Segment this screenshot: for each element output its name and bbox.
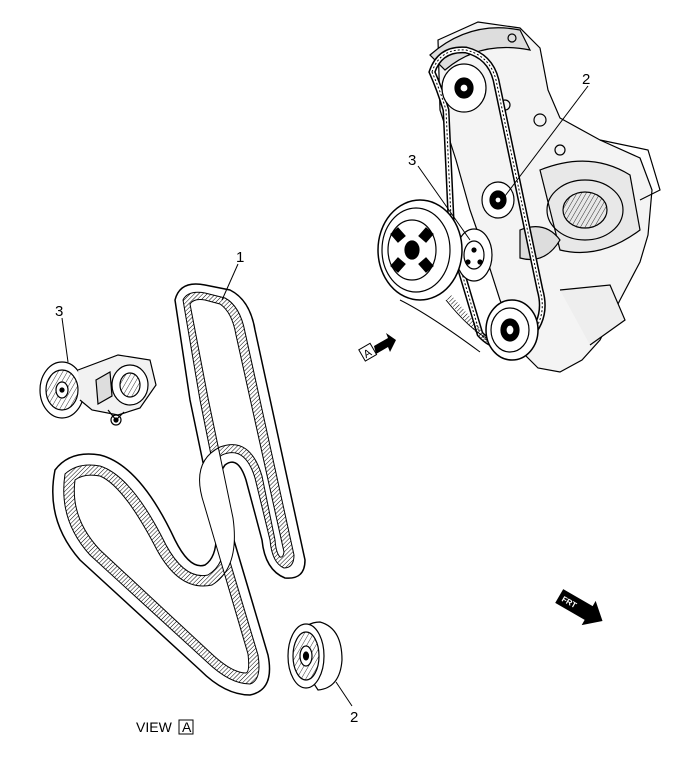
serpentine-belt xyxy=(52,283,306,696)
idler-pulley xyxy=(287,621,343,691)
belt-tensioner xyxy=(39,354,157,426)
front-arrow: FRT xyxy=(555,589,603,626)
svg-text:VIEW: VIEW xyxy=(136,719,173,735)
callout-engine-tensioner: 3 xyxy=(408,152,416,169)
view-direction-arrow xyxy=(374,333,396,354)
view-direction-marker: A xyxy=(358,333,396,362)
callout-belt: 1 xyxy=(236,249,244,266)
svg-text:A: A xyxy=(182,719,192,735)
callout-tensioner: 3 xyxy=(55,303,63,320)
engine-assembly xyxy=(377,21,661,373)
callout-engine-idler: 2 xyxy=(582,71,590,88)
crankshaft-pulley xyxy=(377,199,463,301)
callout-idler-pulley: 2 xyxy=(350,709,358,726)
lower-pulley xyxy=(485,299,539,361)
view-label: VIEW A xyxy=(136,719,194,735)
